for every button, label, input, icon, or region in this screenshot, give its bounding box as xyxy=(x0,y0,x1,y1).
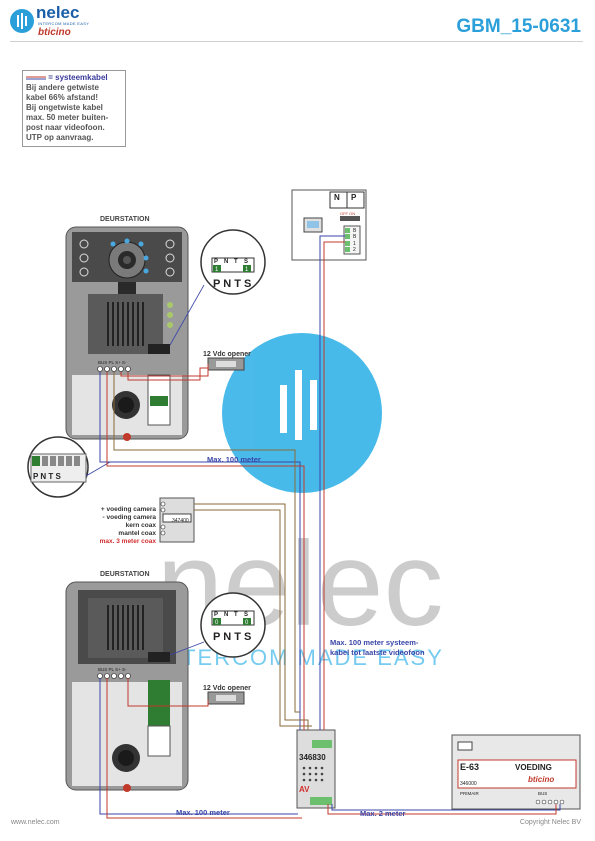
socket-terminal: B xyxy=(353,228,357,234)
camera-label-minus: - voeding camera xyxy=(103,514,157,521)
camera-label-plus: + voeding camera xyxy=(101,506,156,513)
psu-code: 346000 xyxy=(460,781,477,787)
top-door-station: BUS PL S+ S- xyxy=(65,226,189,441)
socket-terminal: 1 xyxy=(353,241,356,247)
system-cable-distance-line2: kabel tot laatste videofoon xyxy=(330,648,425,657)
document-code: GBM_15-0631 xyxy=(456,16,581,37)
jumper-header-n: N xyxy=(224,612,228,618)
av-module-code: 346830 xyxy=(299,753,326,762)
system-cable-note: = systeemkabel Bij andere getwiste kabel… xyxy=(22,70,126,147)
bottom-door-station: BUS PL S+ S- xyxy=(65,581,189,792)
strip-letters: P N T S xyxy=(33,472,62,481)
note-line: Bij ongetwiste kabel xyxy=(26,103,103,112)
top-opener-label: 12 Vdc opener xyxy=(203,351,251,358)
power-supply: E-63 VOEDING bticino 346000 PRIMAIR BUS xyxy=(451,734,581,810)
jumper-footer: P N T S xyxy=(213,278,251,290)
jumper-header-n: N xyxy=(224,259,228,265)
socket-switch-label: OFF ON xyxy=(340,211,355,216)
jumper-header-s: S xyxy=(244,259,248,265)
cable-legend-icon xyxy=(26,76,46,80)
partner-brand: bticino xyxy=(38,27,71,38)
bottom-jumper-detail: P N T S 0 0 P N T S xyxy=(169,592,266,658)
bottom-distance-label: Max. 100 meter xyxy=(176,808,230,817)
nelec-logo-icon xyxy=(10,9,34,33)
camera-module-code: 347400 xyxy=(172,518,189,524)
socket-label-n: N xyxy=(334,193,340,202)
jumper-header-t: T xyxy=(234,259,238,265)
note-line: Bij andere getwiste xyxy=(26,83,99,92)
camera-coax-warning: max. 3 meter coax xyxy=(100,538,157,545)
camera-label-core: kern coax xyxy=(126,522,157,529)
jumper-value-s: 1 xyxy=(245,267,249,273)
watermark-logo-icon xyxy=(280,370,317,440)
jumper-header-p: P xyxy=(214,612,218,618)
footer-website: www.nelec.com xyxy=(11,819,60,826)
bottom-opener-label: 12 Vdc opener xyxy=(203,685,251,692)
note-line: UTP op aanvraag. xyxy=(26,133,94,142)
top-station-label: DEURSTATION xyxy=(100,216,150,223)
note-line: kabel 66% afstand! xyxy=(26,93,99,102)
av-module-label: AV xyxy=(299,785,310,794)
camera-module: 347400 xyxy=(159,497,195,543)
top-jumper-detail: P N T S 1 1 P N T S xyxy=(169,229,266,346)
footer-copyright: Copyright Nelec BV xyxy=(519,819,581,826)
note-line: post naar videofoon. xyxy=(26,123,105,132)
socket-terminal: 2 xyxy=(353,247,356,253)
top-station-led xyxy=(123,433,131,441)
brand-tagline: INTERCOM MADE EASY xyxy=(38,21,90,26)
watermark-tagline: INTERCOM MADE EASY xyxy=(156,645,444,670)
jumper-header-t: T xyxy=(234,612,238,618)
jumper-value-s: 0 xyxy=(245,620,249,626)
system-cable-wiring xyxy=(99,235,561,819)
system-cable-distance-line1: Max. 100 meter systeem- xyxy=(330,638,419,647)
socket-terminal: B xyxy=(353,234,357,240)
psu-title: VOEDING xyxy=(515,763,552,772)
av-module: 346830 AV xyxy=(296,729,336,809)
brand-name: nelec xyxy=(36,3,80,22)
jumper-value-p: 0 xyxy=(215,620,219,626)
jumper-header-p: P xyxy=(214,259,218,265)
top-terminal-labels: BUS PL S+ S- xyxy=(98,360,127,365)
psu-model: E-63 xyxy=(460,762,479,772)
socket-label-p: P xyxy=(351,193,357,202)
note-line: max. 50 meter buiten- xyxy=(26,113,109,122)
jumper-value-p: 1 xyxy=(215,267,219,273)
jumper-footer: P N T S xyxy=(213,631,251,643)
note-title: = systeemkabel xyxy=(48,73,108,82)
terminal-closeup: P N T S xyxy=(27,436,111,498)
jumper-header-s: S xyxy=(244,612,248,618)
bottom-door-opener: 12 Vdc opener xyxy=(203,685,251,705)
psu-primary-label: PRIMAIR xyxy=(460,791,480,796)
header-divider xyxy=(10,41,583,42)
bottom-station-label: DEURSTATION xyxy=(100,571,150,578)
mains-socket: N P OFF ON B B 1 2 xyxy=(291,189,367,261)
top-door-opener: 12 Vdc opener xyxy=(203,351,251,371)
psu-brand: bticino xyxy=(528,775,554,784)
supply-distance-label: Max. 2 meter xyxy=(360,809,406,818)
bottom-station-led xyxy=(123,784,131,792)
bottom-terminal-labels: BUS PL S+ S- xyxy=(98,667,127,672)
camera-label-shield: mantel coax xyxy=(118,530,156,537)
top-distance-label: Max. 100 meter xyxy=(207,455,261,464)
psu-bus-label: BUS xyxy=(538,791,547,796)
